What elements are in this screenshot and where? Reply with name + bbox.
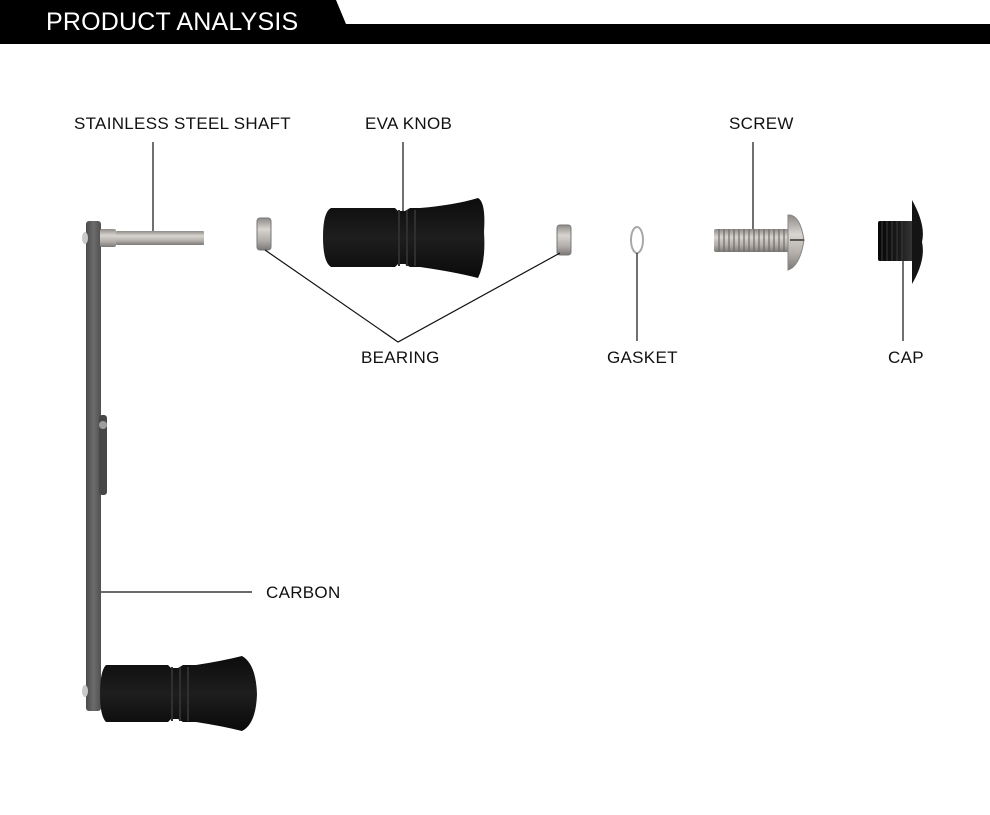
carbon-arm (82, 221, 107, 711)
label-screw: SCREW (729, 114, 794, 133)
eva-knob-lower (100, 656, 257, 731)
bearing-right (556, 224, 572, 256)
header-bar (0, 0, 990, 44)
header-title: PRODUCT ANALYSIS (46, 8, 299, 36)
bearing-left (256, 217, 272, 251)
eva-knob (323, 198, 485, 278)
label-bearing: BEARING (361, 348, 440, 367)
stainless-steel-shaft (100, 229, 204, 247)
label-gasket: GASKET (607, 348, 678, 367)
bearing-leader-line (264, 249, 561, 343)
gasket-ring (630, 226, 644, 254)
cap-part (878, 200, 923, 284)
label-carbon: CARBON (266, 583, 341, 602)
label-cap: CAP (888, 348, 924, 367)
label-stainless-steel-shaft: STAINLESS STEEL SHAFT (74, 114, 291, 133)
label-eva-knob: EVA KNOB (365, 114, 453, 133)
screw-part (714, 214, 805, 271)
